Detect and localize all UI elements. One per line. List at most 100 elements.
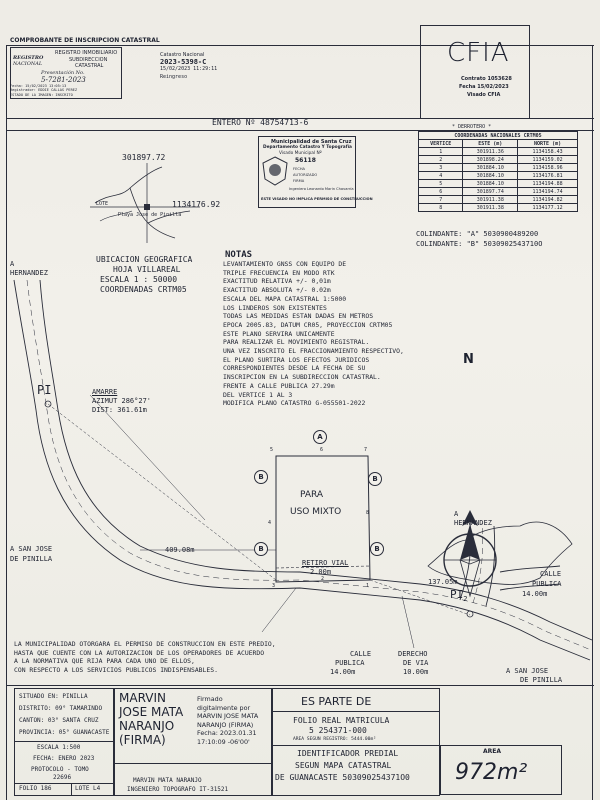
nota-line: FRENTE A CALLE PUBLICA 27.29m xyxy=(223,381,335,390)
cell: 301884.10 xyxy=(462,171,519,180)
cell: 301911.38 xyxy=(462,195,519,204)
cell: 5 xyxy=(417,179,464,188)
divider xyxy=(273,711,439,712)
cell: 1134194.74 xyxy=(517,187,578,196)
drawing-top-border xyxy=(6,130,594,131)
label-calle-right-3: 14.00m xyxy=(522,590,548,598)
muni-autorizado: AUTORIZADO xyxy=(293,173,318,177)
vertex-1: 1 xyxy=(366,583,370,589)
nota-line: EXACTITUD ABSOLUTA +/- 0.02m xyxy=(223,286,331,295)
vertex-6: 6 xyxy=(320,447,324,453)
label-pi2: PI2 xyxy=(450,588,467,603)
col-norte: NORTE (m) xyxy=(517,139,578,148)
muni-number: 56118 xyxy=(295,157,316,164)
cell: 1134159.02 xyxy=(517,155,578,164)
derrotero-subtitle: COORDENADAS NACIONALES CRTM05 xyxy=(418,131,578,140)
sig-line: 17:10:09 -06'00' xyxy=(197,737,250,746)
label-san-jose-left-2: DE PINILLA xyxy=(10,555,53,563)
location-coord-east: 1134176.92 xyxy=(172,200,221,209)
cell: 1134176.81 xyxy=(517,171,578,180)
es-parte-box: ES PARTE DE FOLIO REAL MATRICULA 5 25437… xyxy=(272,688,440,796)
label-san-jose-right-1: A SAN JOSE xyxy=(506,667,549,675)
cell: 1134177.12 xyxy=(517,203,578,212)
catastro-date: 15/02/2023 11:29:11 xyxy=(160,66,218,72)
label-amarre: AMARRE xyxy=(92,388,118,396)
divider xyxy=(273,745,439,746)
label-san-jose-left-1: A SAN JOSE xyxy=(10,545,53,553)
notas-title: NOTAS xyxy=(225,250,253,260)
note-line: CON RESPECTO A LOS SERVICIOS PUBLICOS IN… xyxy=(14,665,218,674)
cell: 301911.36 xyxy=(462,147,519,156)
protocolo-number: 22696 xyxy=(53,774,72,781)
cfia-contrato: Contrato 1053628 xyxy=(461,76,512,82)
sig-line: digitalmente por xyxy=(197,703,251,712)
municipal-seal-icon xyxy=(262,156,288,186)
area-label: AREA xyxy=(483,748,502,755)
cfia-block: CFIA Contrato 1053628 Fecha 15/02/2023 V… xyxy=(420,25,530,119)
cell: 1 xyxy=(417,147,464,156)
cfia-visado: Visado CFIA xyxy=(467,92,501,98)
colindante-b-marker: B xyxy=(254,470,268,484)
area-value: 972m² xyxy=(455,760,528,785)
colindante-a: COLINDANTE: "A" 5030900489200 xyxy=(416,230,539,238)
location-map-sketch xyxy=(90,163,200,243)
sig-line: MARVIN JOSE MATA xyxy=(197,712,259,721)
label-calle-right-2: PUBLICA xyxy=(532,580,562,588)
engineer-title: INGENIERO TOPOGRAFO IT-31521 xyxy=(127,786,229,793)
pi2-text: PI xyxy=(450,588,464,601)
label-calle-right-1: CALLE xyxy=(540,570,562,578)
fecha: FECHA: ENERO 2023 xyxy=(33,755,95,762)
cell: 1134158.43 xyxy=(517,147,578,156)
cfia-logo: CFIA xyxy=(447,38,510,68)
cell: 1134158.96 xyxy=(517,163,578,172)
provincia: PROVINCIA: 05° GUANACASTE xyxy=(19,729,110,736)
muni-line1: Municipalidad de Santa Cruz xyxy=(271,139,352,145)
vertex-7: 7 xyxy=(364,447,368,453)
nota-line: CORRESPONDIENTES DESDE LA FECHA DE SU xyxy=(223,364,366,373)
nota-line: ESCALA DEL MAPA CATASTRAL 1:5000 xyxy=(223,294,347,303)
header-bottom-border xyxy=(6,118,594,120)
location-box: SITUADO EN: PINILLA DISTRITO: 09° TAMARI… xyxy=(14,688,114,796)
label-pi1: PI xyxy=(37,383,52,397)
sig-line: Fecha: 2023.01.31 xyxy=(197,729,257,738)
divider xyxy=(115,763,271,764)
engineer-name: MARVIN MATA NARANJO xyxy=(133,777,202,784)
label-calle-bottom-3: 14.00m xyxy=(330,668,356,676)
divider xyxy=(71,783,72,795)
nota-line: EL PLANO SURTIRA LOS EFECTOS JURIDICOS xyxy=(223,355,370,364)
cell: 8 xyxy=(417,203,464,212)
colindante-a-marker: A xyxy=(313,430,327,444)
cell: 301911.38 xyxy=(462,203,519,212)
protocolo: PROTOCOLO - TOMO xyxy=(31,766,89,773)
pi2-subscript: 2 xyxy=(463,595,468,604)
cell: 4 xyxy=(417,171,464,180)
signer-name-large: MARVIN JOSE MATA NARANJO (FIRMA) xyxy=(119,691,183,747)
muni-fecha: FECHA xyxy=(293,167,306,171)
folio-real-label: FOLIO REAL MATRICULA xyxy=(293,716,390,725)
entero-number: ENTERO Nº 48754713-6 xyxy=(212,118,309,127)
distrito: DISTRITO: 09° TAMARINDO xyxy=(19,705,103,712)
cell: 301897.74 xyxy=(462,187,519,196)
cell: 7 xyxy=(417,195,464,204)
ubicacion-line1: UBICACION GEOGRAFICA xyxy=(96,255,193,264)
nota-line: TODAS LAS MEDIDAS ESTAN DADAS EN METROS xyxy=(223,312,374,321)
north-letter: N xyxy=(463,352,474,367)
nota-line: EXACTITUD RELATIVA +/- 0,01m xyxy=(223,277,331,286)
label-azimut: AZIMUT 286°27' xyxy=(92,397,152,405)
catastro-number: 2023-5398-C xyxy=(160,58,207,66)
nota-line: LOS LINDEROS SON EXISTENTES xyxy=(223,303,327,312)
area-box: AREA 972m² xyxy=(440,745,562,795)
vertex-2: 2 xyxy=(321,576,325,582)
lot-label-1: PARA xyxy=(300,490,324,500)
a-hernandez-right-text: A HERNANDEZ xyxy=(454,510,492,527)
muni-firma: FIRMA xyxy=(293,179,305,183)
signer-line: JOSE MATA xyxy=(119,705,184,719)
sig-line: NARANJO (FIRMA) xyxy=(197,720,254,729)
nota-line: PARA REALIZAR EL MOVIMIENTO REGISTRAL. xyxy=(223,338,370,347)
signer-line: MARVIN xyxy=(119,691,166,705)
identificador-3: DE GUANACASTE 503090254371O0 xyxy=(275,773,410,782)
colindante-b-marker: B xyxy=(370,542,384,556)
catastro-user: Reingreso xyxy=(160,74,188,80)
